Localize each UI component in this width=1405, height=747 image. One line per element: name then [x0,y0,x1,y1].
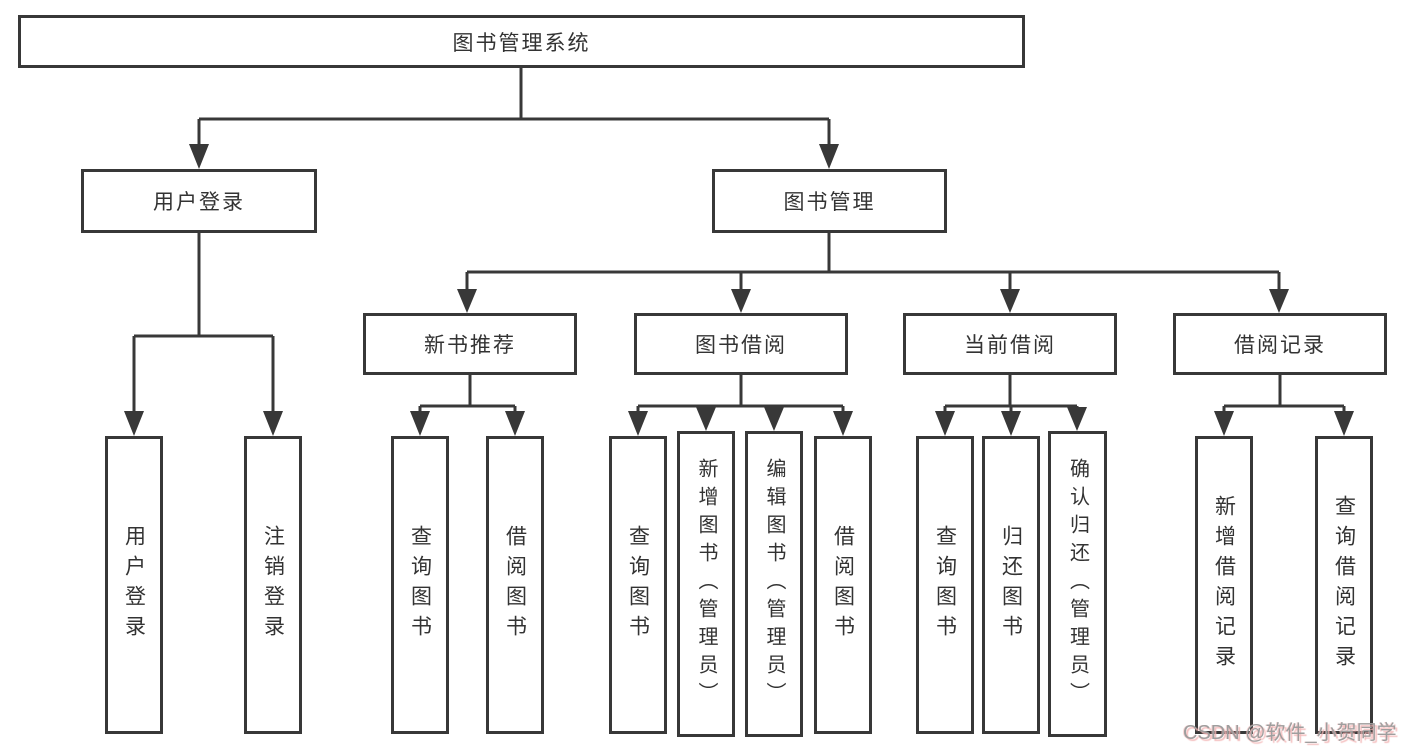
node-current-borrowing: 当前借阅 [903,313,1117,375]
leaf-borrow-books: 借阅图书 [814,436,872,734]
leaf-add-borrow-record: 新增借阅记录 [1195,436,1253,734]
leaf-query-books-borrowing: 查询图书 [609,436,667,734]
leaf-user-login: 用户登录 [105,436,163,734]
node-label: 图书管理 [783,191,876,214]
csdn-watermark: CSDN @软件_小贺同学 [1183,722,1397,744]
leaf-return-books: 归还图书 [982,436,1040,734]
arrowhead-icons [124,144,1354,436]
node-label: 查询图书 [933,525,957,645]
node-label: 注销登录 [261,525,285,645]
leaf-add-books-admin: 新增图书（管理员） [677,431,735,737]
node-label: 图书借阅 [695,334,787,357]
node-label: 归还图书 [999,525,1023,645]
node-new-book-recommend: 新书推荐 [363,313,577,375]
leaf-edit-books-admin: 编辑图书（管理员） [745,431,803,737]
node-label: 借阅记录 [1234,334,1326,357]
leaf-logout: 注销登录 [244,436,302,734]
node-label: 借阅图书 [503,525,527,645]
leaf-query-books-recommend: 查询图书 [391,436,449,734]
node-label: 用户登录 [122,525,146,645]
node-label: 确认归还（管理员） [1066,458,1089,710]
node-book-management: 图书管理 [712,169,947,233]
node-borrow-records: 借阅记录 [1173,313,1387,375]
node-label: 用户登录 [153,191,245,214]
node-label: 查询图书 [626,525,650,645]
node-label: 新增图书（管理员） [695,458,717,710]
node-label: 查询借阅记录 [1332,495,1356,675]
node-user-login: 用户登录 [81,169,317,233]
node-label: 新书推荐 [424,334,516,357]
node-label: 查询图书 [408,525,432,645]
leaf-borrow-books-recommend: 借阅图书 [486,436,544,734]
node-root-library-system: 图书管理系统 [18,15,1025,68]
node-label: 新增借阅记录 [1212,495,1236,675]
node-label: 编辑图书（管理员） [763,458,785,710]
leaf-query-borrow-record: 查询借阅记录 [1315,436,1373,734]
leaf-query-books-current: 查询图书 [916,436,974,734]
node-book-borrowing: 图书借阅 [634,313,848,375]
node-label: 图书管理系统 [452,31,591,55]
leaf-confirm-return-admin: 确认归还（管理员） [1048,431,1107,737]
node-label: 借阅图书 [831,525,855,645]
node-label: 当前借阅 [964,334,1056,357]
